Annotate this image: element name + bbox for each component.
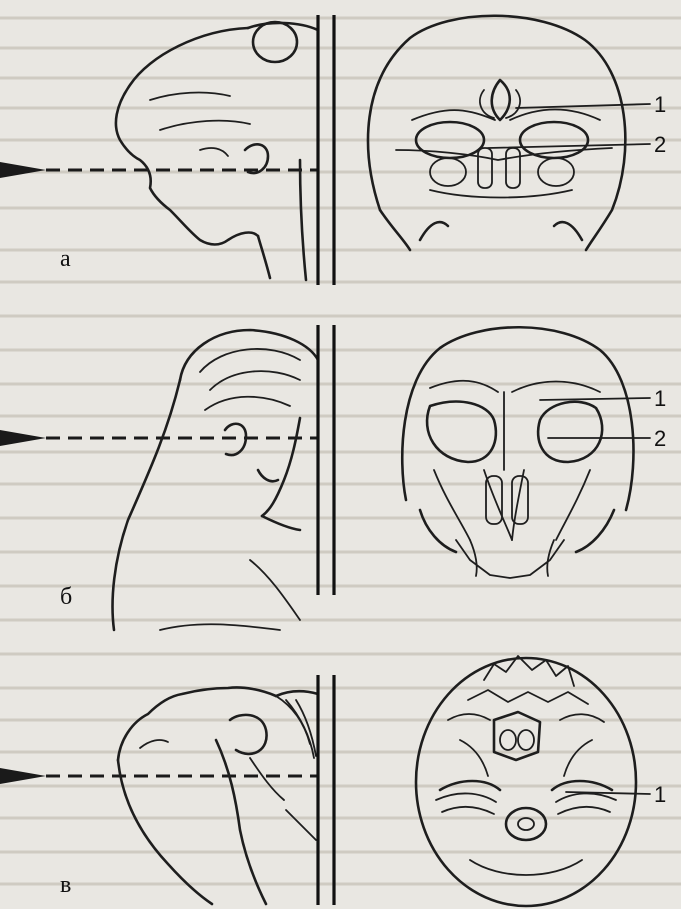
cassette-plate-c bbox=[318, 675, 334, 905]
skull-base-c bbox=[416, 656, 636, 906]
patient-head-a bbox=[116, 22, 318, 280]
skull-frontal-a bbox=[368, 16, 625, 250]
callout-1-a: 1 bbox=[654, 92, 666, 117]
cassette-plate-a bbox=[318, 15, 334, 285]
callouts-b: 1 2 bbox=[540, 386, 666, 451]
callouts-a: 1 2 bbox=[488, 92, 666, 157]
panel-b: б 1 2 bbox=[0, 325, 666, 630]
panel-letter-b: б bbox=[60, 584, 72, 610]
panel-letter-a: а bbox=[60, 246, 71, 272]
cassette-plate-b bbox=[318, 325, 334, 595]
beam-arrow-a bbox=[0, 162, 318, 178]
callout-1-b: 1 bbox=[654, 386, 666, 411]
panel-a: а 1 2 bbox=[0, 15, 666, 285]
bleed-through-text bbox=[0, 18, 681, 884]
callout-2-a: 2 bbox=[654, 132, 666, 157]
callout-2-b: 2 bbox=[654, 426, 666, 451]
panel-letter-c: в bbox=[60, 872, 71, 898]
callout-1-c: 1 bbox=[654, 782, 666, 807]
beam-arrow-c bbox=[0, 768, 318, 784]
panel-c: в 1 bbox=[0, 656, 666, 906]
